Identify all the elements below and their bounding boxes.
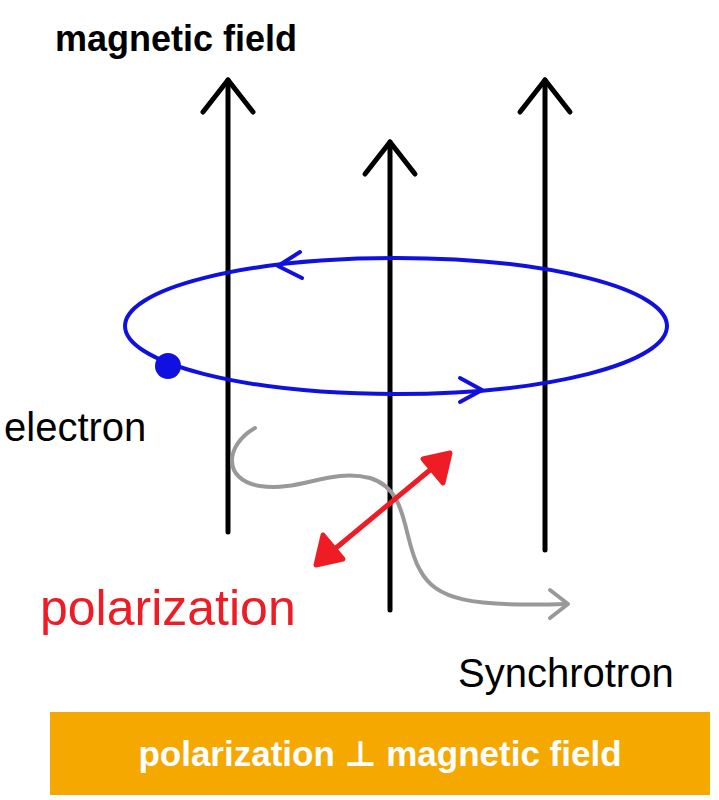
field-line bbox=[226, 80, 231, 532]
orbit-ellipse bbox=[125, 258, 667, 394]
polarization-arrow bbox=[316, 453, 450, 565]
field-arrowhead bbox=[520, 80, 570, 112]
field-line bbox=[388, 142, 393, 610]
polarization-label: polarization bbox=[40, 580, 296, 638]
magnetic-field-lines bbox=[203, 80, 570, 610]
summary-banner: polarization ⊥ magnetic field bbox=[50, 712, 710, 795]
radiation-label: Synchrotron bbox=[458, 650, 674, 696]
orbit-arrowhead bbox=[278, 252, 302, 278]
polarization-head bbox=[423, 453, 450, 483]
wave-arrowhead bbox=[550, 590, 568, 618]
particle-label: electron bbox=[4, 404, 146, 450]
banner-text: polarization ⊥ magnetic field bbox=[138, 734, 621, 774]
electron-orbit bbox=[125, 252, 667, 402]
polarization-line bbox=[330, 465, 436, 553]
wave-path bbox=[232, 428, 566, 605]
axis-label: magnetic field bbox=[55, 18, 297, 59]
polarization-head bbox=[316, 535, 343, 565]
orbit-arrowhead bbox=[460, 378, 482, 402]
field-arrowhead bbox=[203, 80, 253, 112]
electron-dot bbox=[155, 353, 181, 379]
field-line bbox=[543, 80, 548, 550]
field-arrowhead bbox=[365, 142, 415, 174]
